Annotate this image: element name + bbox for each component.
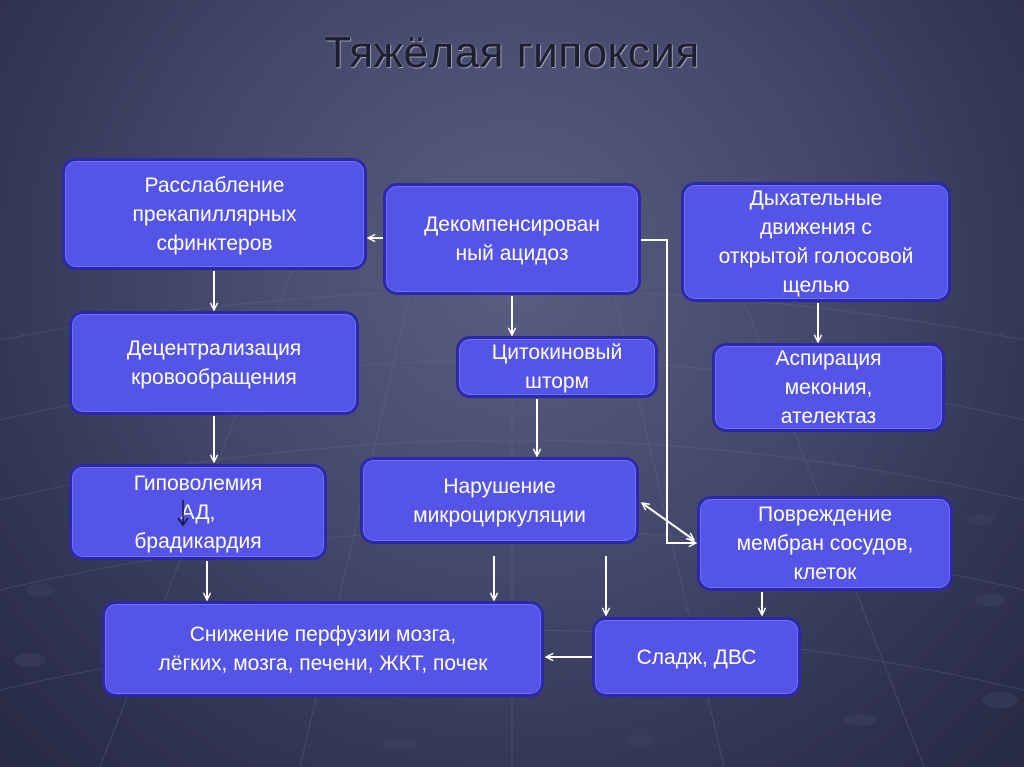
node-acidosis-label: Декомпенсирован ный ацидоз bbox=[424, 213, 600, 265]
node-microcirculation-label: Нарушение микроциркуляции bbox=[413, 474, 586, 527]
node-hypovolemia: Гиповолемия АД, брадикардия bbox=[69, 464, 327, 560]
slide-title: Тяжёлая гипоксия bbox=[324, 28, 700, 77]
decrease-arrow-icon bbox=[177, 500, 189, 527]
node-centralization: Децентрализация кровообращения bbox=[69, 311, 359, 415]
node-relaxation: Расслабление прекапиллярных сфинктеров bbox=[62, 158, 367, 270]
node-cytokine-label: Цитокиновый шторм bbox=[491, 341, 623, 393]
node-cytokine: Цитокиновый шторм bbox=[456, 336, 658, 398]
node-relaxation-label: Расслабление прекапиллярных сфинктеров bbox=[132, 173, 297, 255]
node-membrane: Повреждение мембран сосудов, клеток bbox=[697, 496, 953, 591]
node-centralization-label: Децентрализация кровообращения bbox=[126, 337, 302, 389]
node-aspiration-label: Аспирация мекония, ателектаз bbox=[775, 347, 882, 428]
node-hypovolemia-label: Гиповолемия АД, брадикардия bbox=[133, 471, 263, 553]
node-sludge: Сладж, ДВС bbox=[592, 617, 801, 697]
node-aspiration: Аспирация мекония, ателектаз bbox=[712, 343, 945, 432]
node-acidosis: Декомпенсирован ный ацидоз bbox=[383, 183, 641, 295]
node-breathing-label: Дыхательные движения с открытой голосово… bbox=[718, 187, 914, 297]
node-microcirculation: Нарушение микроциркуляции bbox=[360, 457, 639, 544]
node-perfusion-label: Снижение перфузии мозга, лёгких, мозга, … bbox=[158, 623, 488, 675]
node-membrane-label: Повреждение мембран сосудов, клеток bbox=[736, 503, 914, 584]
node-sludge-label: Сладж, ДВС bbox=[636, 645, 757, 669]
node-perfusion: Снижение перфузии мозга, лёгких, мозга, … bbox=[102, 601, 544, 697]
node-breathing: Дыхательные движения с открытой голосово… bbox=[681, 182, 951, 302]
